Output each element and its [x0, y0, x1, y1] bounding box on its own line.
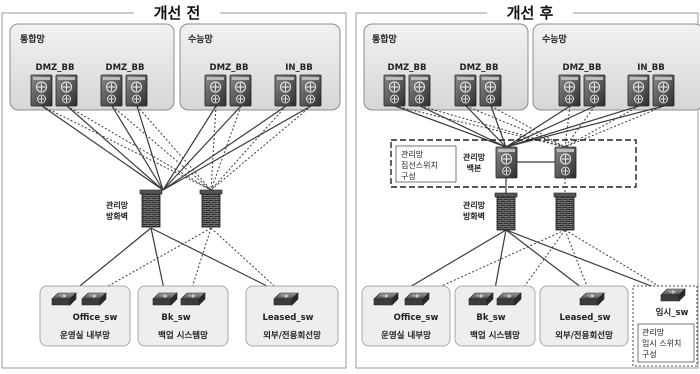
dmz-bb-label: DMZ_BB [36, 63, 75, 73]
backbone-switch [55, 74, 78, 107]
mgmt-aggregation-note [395, 145, 457, 183]
after-panel: 개선 후 통합망 수능망 DMZ_BB DMZ_BB DMZ_BB IN_BB [355, 2, 700, 369]
leased-network-box [539, 285, 629, 347]
zone-sungmang-label: 수능망 [188, 33, 214, 45]
dmz-bb-label: DMZ_BB [106, 63, 145, 73]
bk-net-label: 백업 시스템망 [470, 330, 520, 341]
in-bb-label: IN_BB [637, 63, 664, 73]
before-title: 개선 전 [154, 4, 201, 22]
dmz-bb-label: DMZ_BB [460, 63, 499, 73]
office-sw-label: Office_sw [394, 313, 439, 323]
dmz-bb-label: DMZ_BB [210, 63, 249, 73]
before-panel: 개선 전 통합망 수능망 DMZ_BB DMZ_BB DMZ_BB IN_BB [1, 2, 347, 369]
backbone-switch [274, 74, 297, 107]
backbone-switch [652, 74, 675, 107]
mgmt-backbone-switch [495, 146, 518, 179]
office-net-label: 운영실 내부망 [60, 330, 110, 341]
before-links [41, 105, 312, 191]
temp-sw-label: 임시_sw [656, 307, 689, 318]
backbone-switch [299, 74, 322, 107]
mgmt-backbone-switch [554, 146, 577, 179]
bk-sw-label: Bk_sw [161, 313, 190, 323]
backbone-switch [125, 74, 148, 107]
backbone-switch [100, 74, 123, 107]
dmz-bb-label: DMZ_BB [563, 63, 602, 73]
firewall-icon [553, 192, 577, 231]
bk-sw-label: Bk_sw [476, 313, 505, 323]
before-links-standby [41, 105, 312, 191]
backbone-switch [583, 74, 606, 107]
office-net-label: 운영실 내부망 [381, 330, 431, 341]
backbone-switch [408, 74, 431, 107]
backbone-switch [558, 74, 581, 107]
backbone-switch [204, 74, 227, 107]
office-sw-label: Office_sw [73, 313, 118, 323]
backbone-switch [454, 74, 477, 107]
firewall-icon [199, 189, 223, 228]
in-bb-label: IN_BB [285, 63, 312, 73]
dmz-bb-label: DMZ_BB [388, 63, 427, 73]
backbone-switch [383, 74, 406, 107]
zone-integrated-label: 통합망 [372, 33, 398, 45]
backbone-switch [479, 74, 502, 107]
zone-integrated-label: 통합망 [20, 33, 46, 45]
zone-sungmang-label: 수능망 [542, 33, 568, 45]
backbone-switch [229, 74, 252, 107]
leased-network-box [245, 285, 339, 347]
backbone-switch [30, 74, 53, 107]
leased-sw-label: Leased_sw [263, 313, 314, 323]
firewall-icon [494, 192, 518, 231]
leased-sw-label: Leased_sw [560, 313, 611, 323]
leased-net-label: 외부/전용회선망 [555, 330, 613, 341]
leased-net-label: 외부/전용회선망 [263, 330, 321, 341]
bk-net-label: 백업 시스템망 [158, 330, 208, 341]
backbone-switch [627, 74, 650, 107]
mgmt-aggregation-box [390, 139, 637, 188]
after-title: 개선 후 [507, 4, 554, 22]
firewall-icon [139, 189, 163, 228]
temp-switch-note [637, 323, 695, 363]
